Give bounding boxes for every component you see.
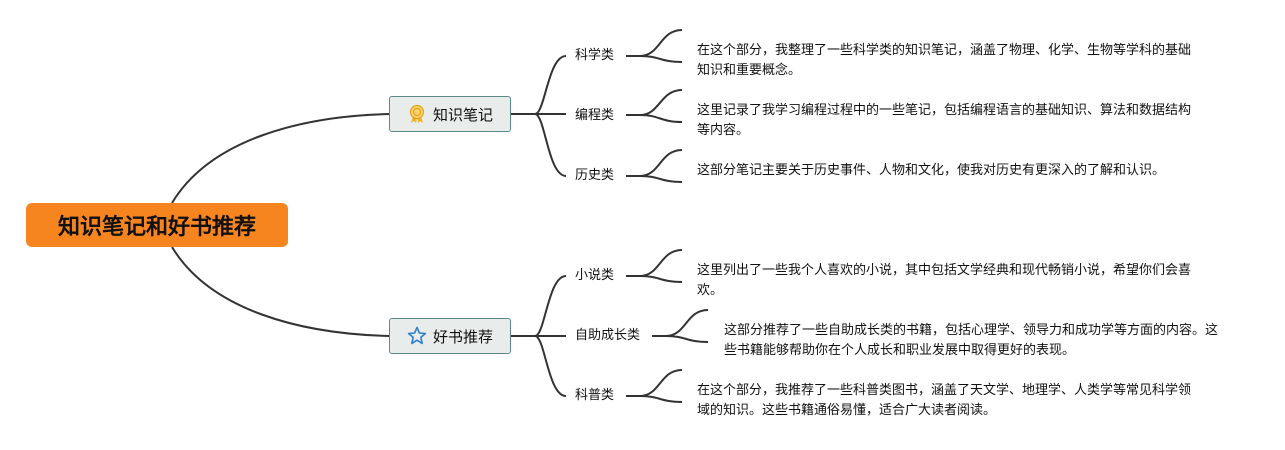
link-branch-1-topic-3: [510, 113, 567, 177]
link-branch-1-topic-1: [510, 55, 567, 115]
root-topic[interactable]: 知识笔记和好书推荐: [26, 203, 288, 247]
note-science[interactable]: 在这个部分，我整理了一些科学类的知识笔记，涵盖了物理、化学、生物等学科的基础知识…: [697, 43, 1192, 78]
link-root-branch-1: [171, 113, 391, 204]
topic-programming[interactable]: 编程类: [575, 108, 615, 123]
link-topic-1-note: [626, 29, 683, 63]
topic-novels[interactable]: 小说类: [575, 268, 615, 283]
topic-popular-science[interactable]: 科普类: [575, 388, 615, 403]
note-programming[interactable]: 这里记录了我学习编程过程中的一些笔记，包括编程语言的基础知识、算法和数据结构等内…: [697, 103, 1192, 138]
link-topic-5-note: [652, 309, 709, 343]
branch-label: 知识笔记: [432, 105, 493, 124]
branch-book-recommendations[interactable]: 好书推荐: [389, 318, 511, 354]
note-popular-science[interactable]: 在这个部分，我推荐了一些科普类图书，涵盖了天文学、地理学、人类学等常见科学领域的…: [697, 383, 1192, 418]
star-outline-icon: [407, 326, 427, 346]
branch-label: 好书推荐: [432, 327, 493, 346]
link-topic-4-note: [626, 249, 683, 283]
note-history[interactable]: 这部分笔记主要关于历史事件、人物和文化，使我对历史有更深入的了解和认识。: [697, 163, 1166, 178]
link-branch-2-topic-1: [510, 275, 567, 337]
link-branch-2-topic-3: [510, 335, 567, 397]
root-topic-label: 知识笔记和好书推荐: [57, 215, 256, 240]
link-topic-6-note: [626, 369, 683, 403]
branch-knowledge-notes[interactable]: 知识笔记: [389, 96, 511, 132]
award-ribbon-icon: [407, 104, 427, 124]
note-novels[interactable]: 这里列出了一些我个人喜欢的小说，其中包括文学经典和现代畅销小说，希望你们会喜欢。: [697, 263, 1192, 298]
topic-self-help[interactable]: 自助成长类: [575, 328, 641, 343]
topic-science[interactable]: 科学类: [575, 48, 615, 63]
link-topic-3-note: [626, 149, 683, 183]
topic-history[interactable]: 历史类: [575, 168, 615, 183]
note-self-help[interactable]: 这部分推荐了一些自助成长类的书籍，包括心理学、领导力和成功学等方面的内容。这些书…: [724, 323, 1219, 358]
link-topic-2-note: [626, 89, 683, 123]
link-root-branch-2: [171, 246, 391, 337]
